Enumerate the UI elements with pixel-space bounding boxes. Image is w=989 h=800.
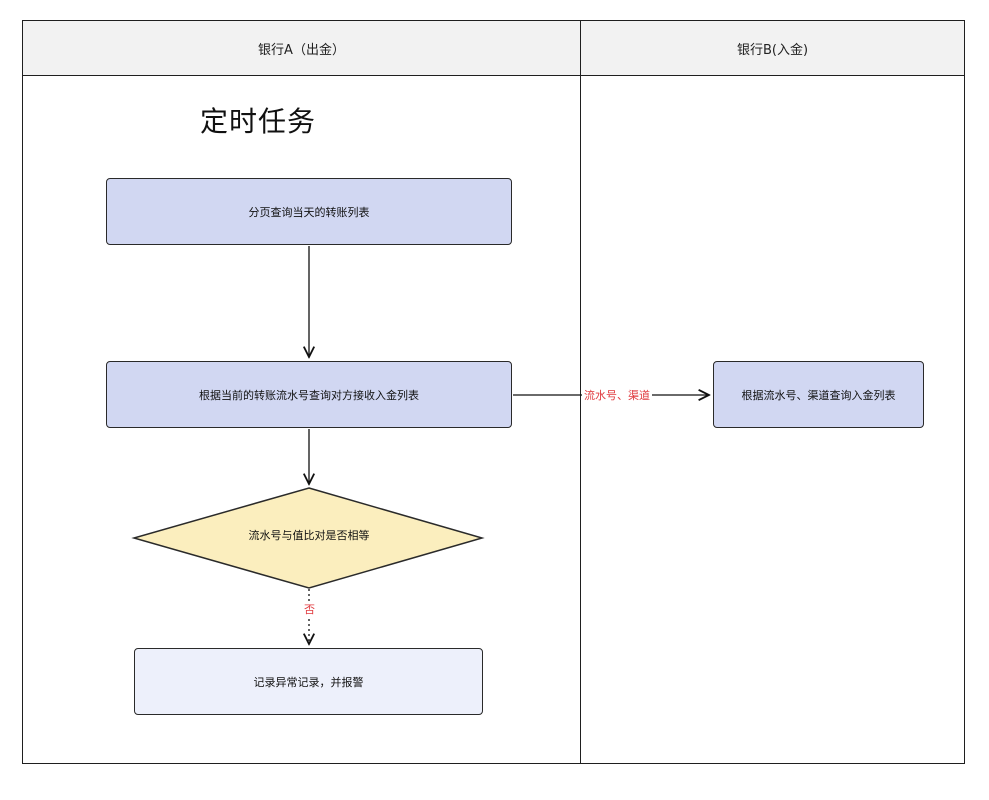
lane-a-title: 银行A（出金） xyxy=(258,42,345,58)
section-title: 定时任务 xyxy=(200,105,317,138)
edge-label-no: 否 xyxy=(302,601,317,617)
node-b-query-label: 根据流水号、渠道查询入金列表 xyxy=(741,388,896,402)
decision-diamond[interactable] xyxy=(131,487,485,589)
lane-divider xyxy=(580,21,581,763)
swimlane-frame: 银行A（出金） 银行B(入金) xyxy=(22,20,965,764)
node-query-counterparty-label: 根据当前的转账流水号查询对方接收入金列表 xyxy=(199,388,419,402)
lane-a-header: 银行A（出金） xyxy=(23,21,580,76)
lane-b-header: 银行B(入金) xyxy=(581,21,964,76)
node-record-alarm-label: 记录异常记录，并报警 xyxy=(253,675,364,689)
edge-label-channel: 流水号、渠道 xyxy=(582,387,652,403)
node-list-transfers-label: 分页查询当天的转账列表 xyxy=(248,205,370,219)
lane-b-title: 银行B(入金) xyxy=(736,42,809,58)
node-list-transfers[interactable]: 分页查询当天的转账列表 xyxy=(106,178,512,245)
node-record-alarm[interactable]: 记录异常记录，并报警 xyxy=(134,648,483,715)
decision-label: 流水号与值比对是否相等 xyxy=(248,529,370,542)
node-query-counterparty[interactable]: 根据当前的转账流水号查询对方接收入金列表 xyxy=(106,361,512,428)
node-b-query[interactable]: 根据流水号、渠道查询入金列表 xyxy=(713,361,924,428)
